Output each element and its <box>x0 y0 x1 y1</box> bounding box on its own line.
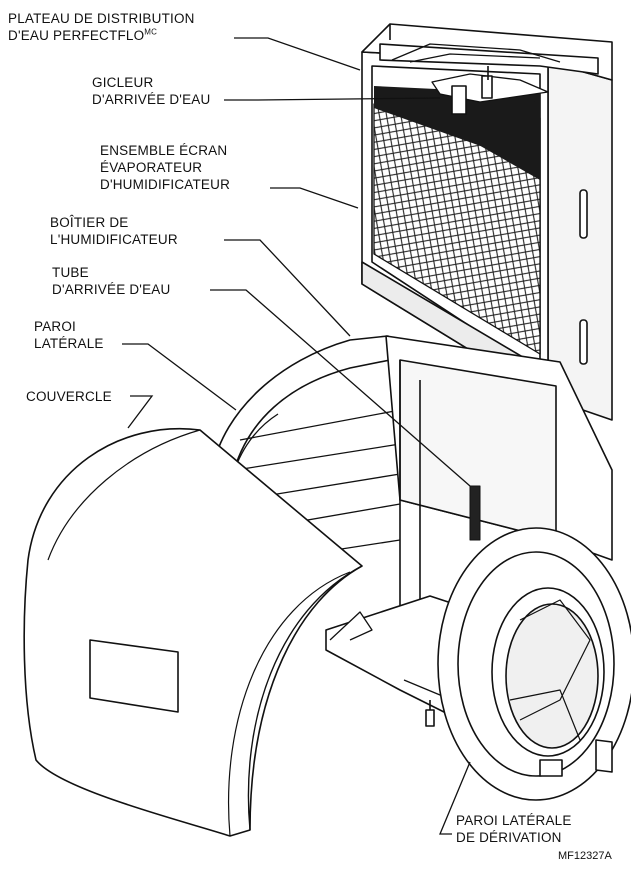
label-water-tube-line2: D'ARRIVÉE D'EAU <box>52 282 171 297</box>
trademark-mark: MC <box>144 27 158 37</box>
cover <box>23 428 363 837</box>
label-inlet-nozzle: GICLEUR D'ARRIVÉE D'EAU <box>92 74 210 108</box>
label-cover-line1: COUVERCLE <box>26 389 112 404</box>
label-evaporator-screen-line3: D'HUMIDIFICATEUR <box>100 177 231 192</box>
label-humidifier-housing-line1: BOÎTIER DE <box>50 215 129 230</box>
label-bypass-side-wall: PAROI LATÉRALE DE DÉRIVATION <box>456 812 572 846</box>
figure-reference: MF12327A <box>558 850 612 862</box>
label-distribution-tray-line2-text: D'EAU PERFECTFLO <box>8 28 145 43</box>
label-humidifier-housing-line2: L'HUMIDIFICATEUR <box>50 232 178 247</box>
label-cover: COUVERCLE <box>26 388 112 405</box>
label-distribution-tray-line2: D'EAU PERFECTFLOMC <box>8 27 195 44</box>
label-side-wall-line1: PAROI <box>34 319 77 334</box>
label-inlet-nozzle-line1: GICLEUR <box>92 75 154 90</box>
label-side-wall: PAROI LATÉRALE <box>34 318 104 352</box>
label-humidifier-housing: BOÎTIER DE L'HUMIDIFICATEUR <box>50 214 178 248</box>
label-distribution-tray: PLATEAU DE DISTRIBUTION D'EAU PERFECTFLO… <box>8 10 195 44</box>
label-evaporator-screen: ENSEMBLE ÉCRAN ÉVAPORATEUR D'HUMIDIFICAT… <box>100 142 230 193</box>
label-water-tube-line1: TUBE <box>52 265 89 280</box>
humidifier-housing <box>211 335 631 801</box>
label-inlet-nozzle-line2: D'ARRIVÉE D'EAU <box>92 92 211 107</box>
evaporator-pad-assembly <box>361 23 613 421</box>
label-bypass-side-wall-line1: PAROI LATÉRALE <box>456 813 572 828</box>
label-evaporator-screen-line2: ÉVAPORATEUR <box>100 160 203 175</box>
leader-lines <box>122 37 471 835</box>
label-bypass-side-wall-line2: DE DÉRIVATION <box>456 830 562 845</box>
label-side-wall-line2: LATÉRALE <box>34 336 104 351</box>
label-evaporator-screen-line1: ENSEMBLE ÉCRAN <box>100 143 228 158</box>
label-distribution-tray-line1: PLATEAU DE DISTRIBUTION <box>8 11 195 26</box>
label-water-tube: TUBE D'ARRIVÉE D'EAU <box>52 264 170 298</box>
